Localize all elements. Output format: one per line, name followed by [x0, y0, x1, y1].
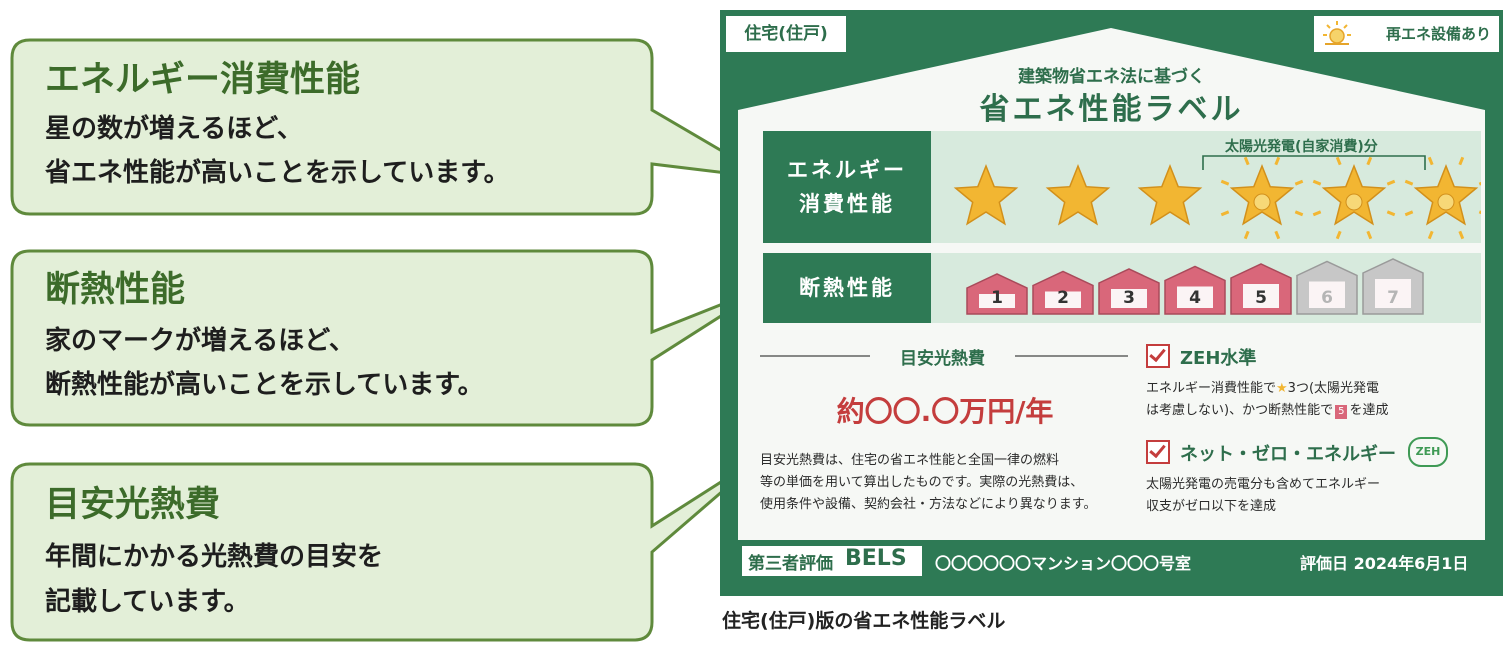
- insulation-row-label: 断熱性能: [763, 253, 931, 323]
- callout-line: 星の数が増えるほど、: [45, 114, 303, 144]
- house-level-number: 3: [1123, 288, 1135, 308]
- house-level-number: 4: [1189, 288, 1201, 308]
- callout-bubble-cost: [10, 450, 769, 642]
- house-level-number: 5: [1255, 288, 1267, 308]
- renewable-tag-label: 再エネ設備あり: [1385, 25, 1491, 43]
- house-level-icon: 3: [1098, 268, 1160, 315]
- bels-logo: BELS: [845, 546, 907, 571]
- callout-line: 断熱性能が高いことを示しています。: [45, 370, 484, 400]
- energy-row-label: エネルギー 消費性能: [763, 131, 931, 243]
- label-heading: 省エネ性能ラベル: [979, 92, 1244, 127]
- cost-title: 目安光熱費: [900, 349, 985, 369]
- net-zero-desc: 太陽光発電の売電分も含めてエネルギー: [1146, 477, 1381, 492]
- net-zero-desc: 収支がゼロ以下を達成: [1146, 499, 1277, 514]
- cost-note-line: 等の単価を用いて算出したものです。実際の光熱費は、: [760, 475, 1084, 490]
- house-level-icon: 4: [1164, 265, 1226, 315]
- callout-title: 断熱性能: [45, 270, 186, 310]
- house-level-icon: 1: [966, 273, 1028, 315]
- small-house-icon: 5: [1335, 405, 1348, 419]
- zeh-desc-part: は考慮しない)、かつ断熱性能で: [1146, 403, 1334, 418]
- callout-bubble-insulation: [10, 249, 769, 427]
- label-subheading: 建築物省エネ法に基づく: [1018, 67, 1205, 87]
- housing-type-tag: 住宅(住戸): [726, 16, 846, 52]
- house-level-number: 2: [1057, 288, 1069, 308]
- figure-caption: 住宅(住戸)版の省エネ性能ラベル: [722, 610, 1006, 632]
- callout-title: 目安光熱費: [45, 485, 221, 525]
- net-zero-title: ネット・ゼロ・エネルギー: [1180, 444, 1396, 465]
- net-zero-check-icon: [1146, 440, 1170, 464]
- footer-evaluator: 第三者評価: [748, 554, 833, 574]
- solar-star-icon: [1312, 156, 1396, 240]
- cost-value: 約〇〇.〇万円/年: [836, 395, 1054, 428]
- solar-bracket-label: 太陽光発電(自家消費)分: [1225, 139, 1378, 155]
- footer-property: 〇〇〇〇〇〇マンション〇〇〇号室: [935, 554, 1192, 573]
- house-level-number: 6: [1321, 288, 1333, 308]
- zeh-standard-desc: エネルギー消費性能で★3つ(太陽光発電: [1146, 378, 1379, 399]
- zeh-standard-title: ZEH水準: [1180, 348, 1257, 369]
- solar-star-icon: [1404, 156, 1481, 240]
- star-icon: [1137, 163, 1203, 226]
- callout-line: 年間にかかる光熱費の目安を: [45, 542, 384, 572]
- house-level-icon: 6: [1296, 260, 1358, 315]
- zeh-desc-part: 3つ(太陽光発電: [1287, 381, 1380, 396]
- evaluator-box: 第三者評価 BELS: [742, 546, 922, 576]
- house-level-icon: 7: [1362, 258, 1424, 315]
- energy-stars: [953, 156, 1481, 240]
- house-level-number: 1: [991, 288, 1003, 308]
- zeh-standard-desc: は考慮しない)、かつ断熱性能で 5 を達成: [1146, 400, 1388, 421]
- callout-bubble-energy: [10, 38, 769, 216]
- star-icon: [953, 163, 1019, 226]
- zeh-desc-part: エネルギー消費性能で: [1146, 381, 1277, 396]
- small-star-icon: ★: [1276, 381, 1288, 396]
- callout-line: 省エネ性能が高いことを示しています。: [45, 158, 510, 188]
- cost-title-rule: [760, 355, 1128, 357]
- small-house-num: 5: [1338, 406, 1345, 417]
- zeh-standard-check-icon: [1146, 344, 1170, 368]
- callout-line: 記載しています。: [45, 587, 250, 617]
- renewable-tag: 再エネ設備あり: [1314, 16, 1499, 52]
- callout-line: 家のマークが増えるほど、: [45, 326, 355, 356]
- house-level-number: 7: [1387, 288, 1399, 308]
- cost-note-line: 目安光熱費は、住宅の省エネ性能と全国一律の燃料: [760, 453, 1060, 468]
- house-level-icon: 2: [1032, 270, 1094, 315]
- star-icon: [1045, 163, 1111, 226]
- solar-star-icon: [1220, 156, 1304, 240]
- insulation-houses: 1 2 3 4 5 6 7: [966, 258, 1424, 315]
- house-level-icon: 5: [1230, 263, 1292, 315]
- zeh-badge-icon: ZEH: [1408, 437, 1448, 467]
- solar-bracket: [1202, 155, 1426, 170]
- zeh-desc-part: を達成: [1349, 403, 1389, 418]
- callout-title: エネルギー消費性能: [45, 60, 361, 100]
- cost-note-line: 使用条件や設備、契約会社・方法などにより異なります。: [760, 497, 1097, 512]
- footer-date: 評価日 2024年6月1日: [1300, 554, 1469, 573]
- sun-icon: [1322, 20, 1352, 61]
